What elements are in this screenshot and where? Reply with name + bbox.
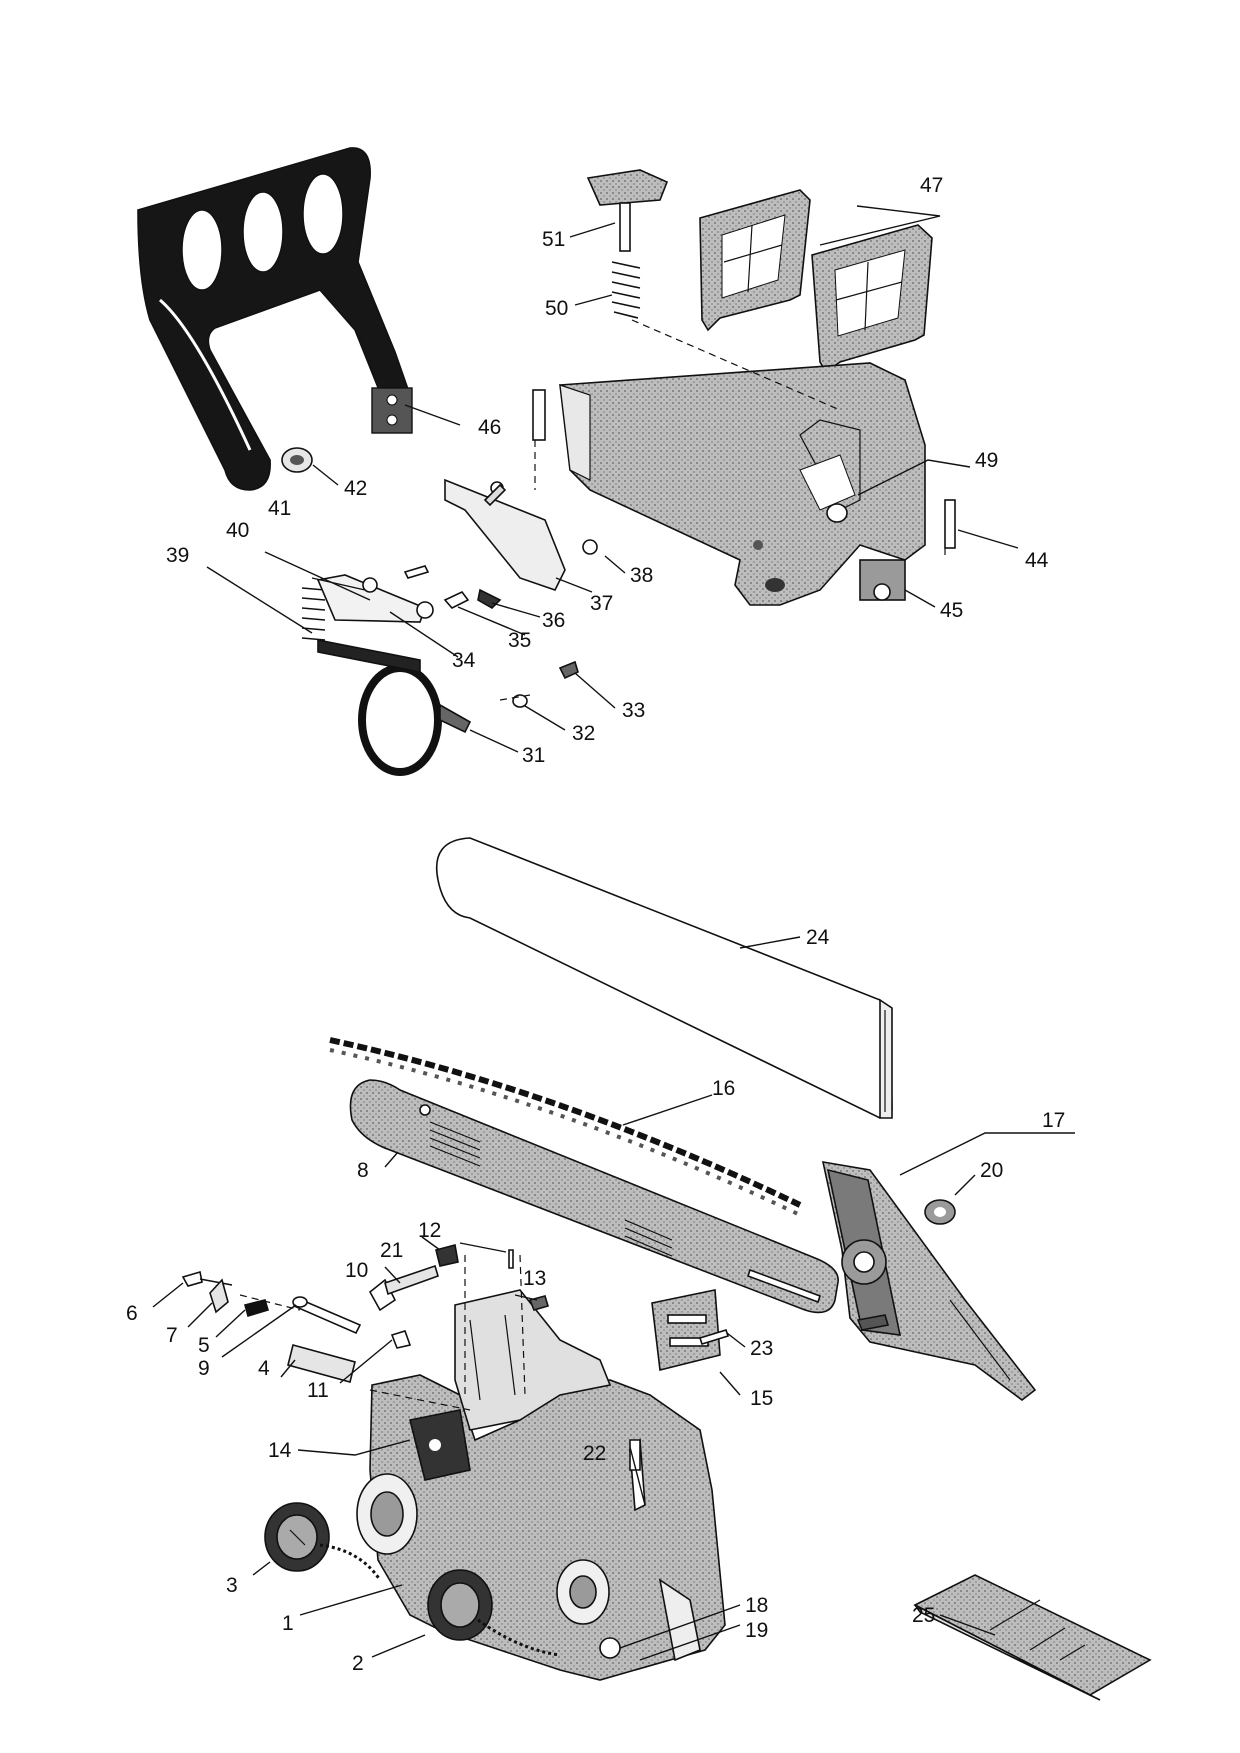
callout-9: 9 bbox=[198, 1357, 210, 1380]
callout-34: 34 bbox=[452, 649, 476, 672]
callout-8: 8 bbox=[357, 1159, 369, 1182]
callout-7: 7 bbox=[166, 1324, 178, 1347]
callout-16: 16 bbox=[712, 1077, 735, 1100]
callout-3: 3 bbox=[226, 1574, 238, 1597]
callout-44: 44 bbox=[1025, 549, 1049, 572]
callout-37: 37 bbox=[590, 592, 613, 615]
part-fuel-cap bbox=[264, 1502, 330, 1572]
part-air-filter bbox=[699, 189, 933, 374]
callout-42: 42 bbox=[344, 477, 367, 500]
part-filter-knob bbox=[586, 169, 669, 252]
part-front-hand-guard bbox=[137, 147, 413, 491]
callout-19: 19 bbox=[745, 1619, 768, 1642]
callout-41: 41 bbox=[268, 497, 291, 520]
callout-35: 35 bbox=[508, 629, 531, 652]
callout-23: 23 bbox=[750, 1337, 773, 1360]
callout-5: 5 bbox=[198, 1334, 210, 1357]
callout-39: 39 bbox=[166, 544, 189, 567]
callout-12: 12 bbox=[418, 1219, 441, 1242]
part-sprocket-cover bbox=[821, 1161, 1037, 1402]
callout-49: 49 bbox=[975, 449, 998, 472]
callout-15: 15 bbox=[750, 1387, 773, 1410]
callout-22: 22 bbox=[583, 1442, 606, 1465]
callout-2: 2 bbox=[352, 1652, 364, 1675]
callout-33: 33 bbox=[622, 699, 645, 722]
callout-1: 1 bbox=[282, 1612, 294, 1635]
callout-4: 4 bbox=[258, 1357, 270, 1380]
callout-32: 32 bbox=[572, 722, 595, 745]
part-guide-bar bbox=[349, 1079, 839, 1314]
callout-6: 6 bbox=[126, 1302, 138, 1325]
part-brake-lever bbox=[301, 565, 502, 641]
callout-21: 21 bbox=[380, 1239, 403, 1262]
part-knob-spring bbox=[611, 261, 641, 319]
assembly-lines-top bbox=[499, 319, 946, 701]
callout-38: 38 bbox=[630, 564, 653, 587]
callout-50: 50 bbox=[545, 297, 568, 320]
callout-45: 45 bbox=[940, 599, 963, 622]
callout-46: 46 bbox=[478, 416, 501, 439]
callout-18: 18 bbox=[745, 1594, 768, 1617]
part-saw-chain bbox=[329, 1037, 802, 1217]
callout-labels: 47 51 50 46 42 49 44 45 38 37 36 35 34 4… bbox=[126, 174, 1065, 1675]
assembly-lines-bottom bbox=[239, 1254, 526, 1411]
part-tool-kit bbox=[913, 1574, 1152, 1701]
part-bush bbox=[281, 447, 313, 473]
part-brake-band bbox=[317, 639, 579, 776]
callout-14: 14 bbox=[268, 1439, 292, 1462]
part-chain-plate bbox=[651, 1289, 730, 1371]
part-cap-chain bbox=[319, 1543, 561, 1657]
callout-51: 51 bbox=[542, 228, 565, 251]
leader-lines bbox=[152, 205, 1075, 1661]
part-engine-cover bbox=[532, 362, 956, 606]
callout-11: 11 bbox=[307, 1379, 329, 1402]
callout-17: 17 bbox=[1042, 1109, 1065, 1132]
callout-31: 31 bbox=[522, 744, 545, 767]
callout-13: 13 bbox=[523, 1267, 546, 1290]
callout-20: 20 bbox=[980, 1159, 1003, 1182]
part-oil-cap bbox=[427, 1569, 493, 1641]
part-bar-cover bbox=[436, 837, 893, 1119]
callout-47: 47 bbox=[920, 174, 943, 197]
callout-25: 25 bbox=[912, 1604, 935, 1627]
part-nut bbox=[924, 1199, 956, 1225]
part-brake-plate bbox=[444, 478, 598, 591]
callout-10: 10 bbox=[345, 1259, 368, 1282]
callout-40: 40 bbox=[226, 519, 249, 542]
callout-24: 24 bbox=[806, 926, 830, 949]
callout-36: 36 bbox=[542, 609, 565, 632]
